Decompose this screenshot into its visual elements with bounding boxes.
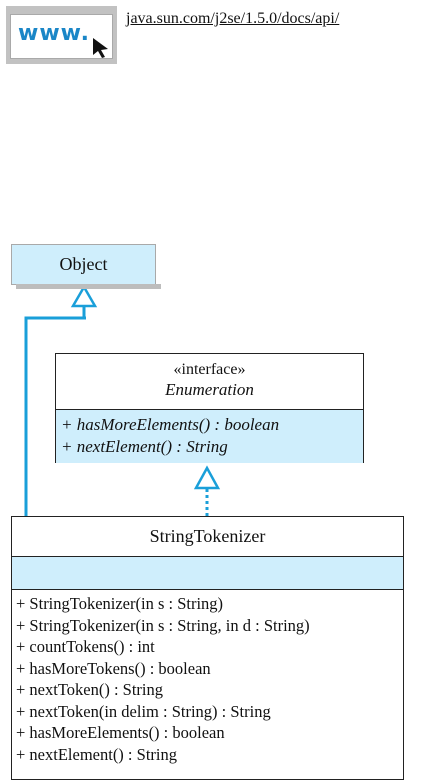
interface-operation: + hasMoreElements() : boolean — [61, 415, 280, 434]
interface-operation: + nextElement() : String — [61, 437, 228, 456]
stringtokenizer-class-box: StringTokenizer + StringTokenizer(in s :… — [11, 516, 404, 780]
class-operation: + nextToken(in delim : String) : String — [16, 701, 271, 721]
class-operation: + nextElement() : String — [16, 744, 177, 764]
class-operation: + StringTokenizer(in s : String) — [16, 594, 224, 613]
www-badge-frame: www. — [10, 14, 113, 59]
class-operation: + countTokens() : int — [16, 637, 155, 656]
class-operation: + StringTokenizer(in s : String, in d : … — [16, 615, 310, 635]
class-operation: + hasMoreElements() : boolean — [16, 723, 225, 742]
class-operation: + hasMoreTokens() : boolean — [16, 658, 211, 678]
interface-operations: + hasMoreElements() : boolean + nextElem… — [56, 410, 363, 463]
class-operations: + StringTokenizer(in s : String) + Strin… — [12, 590, 403, 765]
cursor-arrow-icon — [93, 38, 108, 58]
object-class-box: Object — [11, 244, 161, 289]
www-badge: www. — [6, 6, 117, 64]
class-name: StringTokenizer — [12, 517, 403, 557]
interface-stereotype: «interface» — [173, 361, 246, 378]
object-class-name: Object — [59, 254, 108, 274]
enumeration-interface-box: «interface» Enumeration + hasMoreElement… — [55, 353, 364, 463]
api-docs-link[interactable]: java.sun.com/j2se/1.5.0/docs/api/ — [126, 10, 340, 27]
generalization-arrowhead — [70, 284, 98, 308]
class-attributes-compartment — [12, 557, 403, 590]
interface-name: Enumeration — [165, 380, 254, 399]
realization-arrowhead — [193, 465, 221, 490]
interface-header: «interface» Enumeration — [56, 354, 363, 410]
www-text: www. — [18, 21, 90, 46]
class-operation: + nextToken() : String — [16, 680, 164, 699]
